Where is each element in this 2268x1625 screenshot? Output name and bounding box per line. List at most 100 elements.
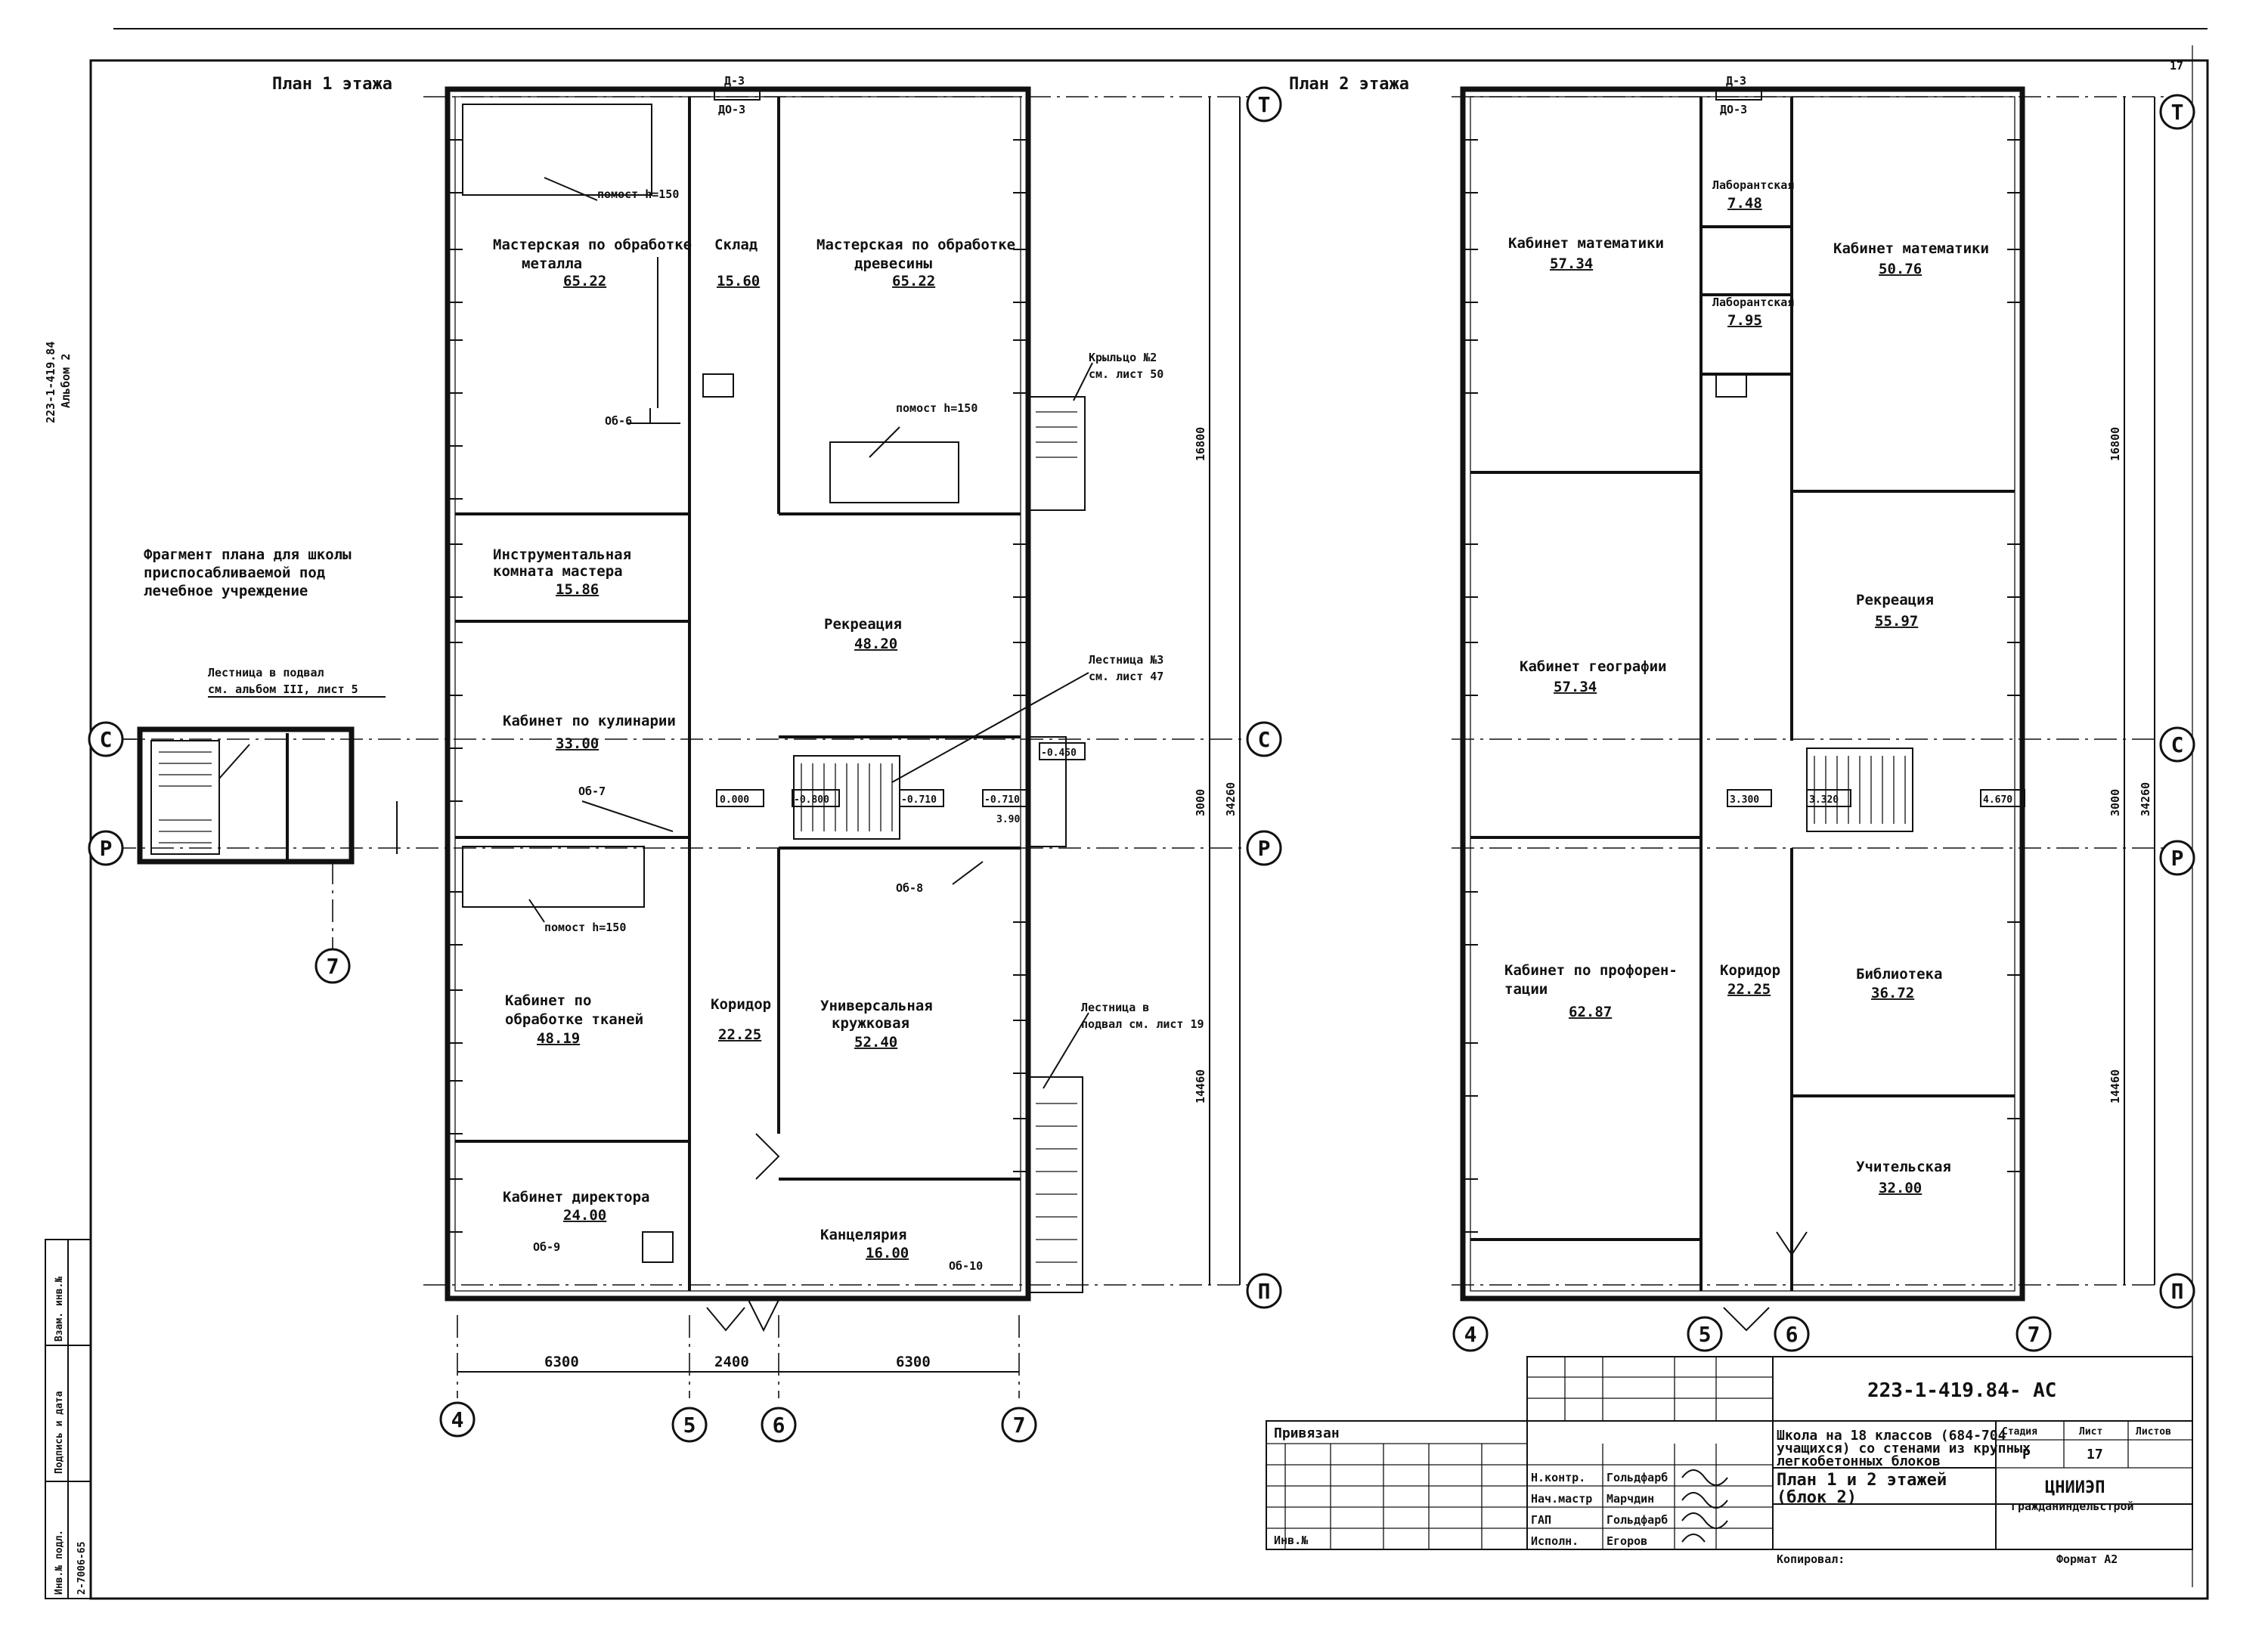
floor2-room-career: Кабинет по профорен- тации 62.87	[1504, 962, 1678, 1020]
title-role-3: ГАП	[1531, 1513, 1551, 1527]
svg-text:57.34: 57.34	[1550, 255, 1593, 272]
svg-text:тации: тации	[1504, 981, 1548, 998]
svg-text:65.22: 65.22	[892, 273, 935, 289]
fragment-axis-C: С	[88, 721, 124, 757]
floor2-room-lab-2: Лаборантская 7.95	[1712, 296, 1794, 329]
replace-inv-label: Взам. инв.№	[54, 1276, 65, 1342]
floor2-axis-5: 5	[1687, 1316, 1723, 1352]
svg-text:4: 4	[1464, 1322, 1477, 1347]
svg-text:62.87: 62.87	[1569, 1004, 1612, 1020]
svg-text:Р: Р	[2171, 846, 2184, 871]
floor2-axis-7: 7	[2015, 1316, 2052, 1352]
floor1-axis-6: 6	[761, 1407, 797, 1443]
floor2-dim-v1: 16800	[2108, 427, 2122, 461]
title-name-3: Гольдфарб	[1606, 1513, 1668, 1527]
floor1-ob10: Об-10	[949, 1259, 983, 1273]
svg-text:Кабинет географии: Кабинет географии	[1520, 658, 1666, 675]
side-code: 223-1-419.84	[44, 342, 57, 423]
svg-text:древесины: древесины	[854, 255, 933, 272]
svg-text:4: 4	[451, 1407, 464, 1432]
sign-date-label: Подпись и дата	[54, 1391, 65, 1474]
title-project-2: учащихся) со стенами из крупных	[1777, 1441, 2031, 1456]
floor1-room-cooking: Кабинет по кулинарии 33.00	[503, 713, 676, 752]
floor2-title: План 2 этажа	[1289, 75, 1409, 94]
svg-text:Коридор: Коридор	[1720, 962, 1780, 979]
inv-orig-label: Инв.№ подл.	[54, 1530, 65, 1595]
floor1-dim-bottom-2: 2400	[714, 1354, 749, 1370]
floor1-room-office: Канцелярия 16.00	[820, 1227, 909, 1261]
fragment-title-3: лечебное учреждение	[144, 583, 308, 599]
title-org: ЦНИИЭП	[2045, 1478, 2105, 1497]
svg-text:Кабинет директора: Кабинет директора	[503, 1189, 649, 1206]
svg-text:П: П	[1258, 1279, 1271, 1304]
svg-text:7: 7	[2028, 1322, 2040, 1347]
floor1-porch-ref: см. лист 50	[1089, 367, 1163, 381]
floor1-ob7: Об-7	[578, 785, 606, 798]
floor1-axis-Pi: П	[1246, 1273, 1282, 1309]
floor2-dim-v4: 14460	[2108, 1069, 2122, 1103]
title-format: Формат А2	[2056, 1552, 2118, 1566]
doc-number-label: 2-7006-65	[76, 1542, 88, 1595]
svg-text:Мастерская по обработке: Мастерская по обработке	[816, 237, 1015, 253]
floor2-room-math-1: Кабинет математики 57.34	[1508, 235, 1664, 272]
svg-text:22.25: 22.25	[1727, 981, 1771, 998]
corner-page-number: 17	[2170, 59, 2183, 73]
floor2-axis-P: Р	[2159, 840, 2195, 876]
floor2-room-library: Библиотека 36.72	[1856, 966, 1942, 1001]
floor1-axis-T: Т	[1246, 86, 1282, 122]
title-tied-label: Привязан	[1274, 1425, 1340, 1441]
svg-text:Т: Т	[2171, 100, 2184, 125]
svg-text:Универсальная: Универсальная	[820, 998, 933, 1014]
svg-text:Т: Т	[1258, 92, 1271, 117]
title-project-3: легкобетонных блоков	[1777, 1453, 1941, 1469]
floor2-room-recreation: Рекреация 55.97	[1856, 592, 1934, 630]
svg-text:15.86: 15.86	[556, 581, 599, 598]
fragment-stair-note: Лестница в подвал	[208, 666, 324, 679]
svg-text:32.00: 32.00	[1879, 1180, 1922, 1196]
svg-text:Рекреация: Рекреация	[1856, 592, 1934, 608]
svg-text:50.76: 50.76	[1879, 261, 1922, 277]
floor2-axis-Pi: П	[2159, 1273, 2195, 1309]
svg-text:С: С	[1258, 727, 1271, 752]
floor1-level-4: 3.90	[996, 814, 1020, 825]
svg-text:48.19: 48.19	[537, 1030, 580, 1047]
svg-text:7: 7	[1013, 1413, 1026, 1438]
svg-text:15.60: 15.60	[717, 273, 760, 289]
svg-text:Кабинет по профорен-: Кабинет по профорен-	[1504, 962, 1678, 979]
svg-text:Склад: Склад	[714, 237, 758, 253]
svg-text:Учительская: Учительская	[1856, 1159, 1951, 1175]
floor1-podium-note-3: помост h=150	[544, 921, 626, 934]
svg-text:55.97: 55.97	[1875, 613, 1918, 630]
title-role-4: Исполн.	[1531, 1534, 1579, 1548]
floor1-stair3-ref: см. лист 47	[1089, 670, 1163, 683]
title-sheet-number: 17	[2087, 1447, 2103, 1462]
svg-text:Кабинет математики: Кабинет математики	[1833, 240, 1989, 257]
svg-text:24.00: 24.00	[563, 1207, 606, 1224]
floor2-do3: ДО-3	[1720, 103, 1747, 116]
svg-text:Лаборантская: Лаборантская	[1712, 178, 1794, 192]
svg-text:Р: Р	[100, 836, 113, 861]
floor1-level-5: -0.450	[1041, 748, 1077, 759]
floor2-axis-C: С	[2159, 726, 2195, 763]
title-org-2: гражданиндельстрой	[2011, 1500, 2134, 1513]
floor1-room-universal-club: Универсальная кружковая 52.40	[820, 998, 933, 1051]
fragment-plan: Фрагмент плана для школы приспосабливаем…	[113, 546, 398, 960]
floor2-plan: План 2 этажа	[1289, 74, 2177, 1332]
title-stage-header: Стадия	[2002, 1426, 2037, 1438]
side-album: Альбом 2	[59, 354, 73, 408]
floor1-axis-C: С	[1246, 721, 1282, 757]
svg-text:36.72: 36.72	[1871, 985, 1914, 1001]
fragment-title-2: приспосабливаемой под	[144, 565, 325, 581]
svg-text:52.40: 52.40	[854, 1034, 897, 1051]
floor2-axis-4: 4	[1452, 1316, 1489, 1352]
svg-text:7.95: 7.95	[1727, 312, 1762, 329]
title-name-1: Гольдфарб	[1606, 1471, 1668, 1484]
title-role-2: Нач.мастр	[1531, 1492, 1592, 1506]
svg-text:Р: Р	[1258, 836, 1271, 861]
floor1-level-3: -0.710	[984, 794, 1020, 806]
title-copied-label: Копировал:	[1777, 1552, 1845, 1566]
svg-text:Рекреация: Рекреация	[824, 616, 902, 633]
svg-text:57.34: 57.34	[1554, 679, 1597, 695]
svg-text:48.20: 48.20	[854, 636, 897, 652]
